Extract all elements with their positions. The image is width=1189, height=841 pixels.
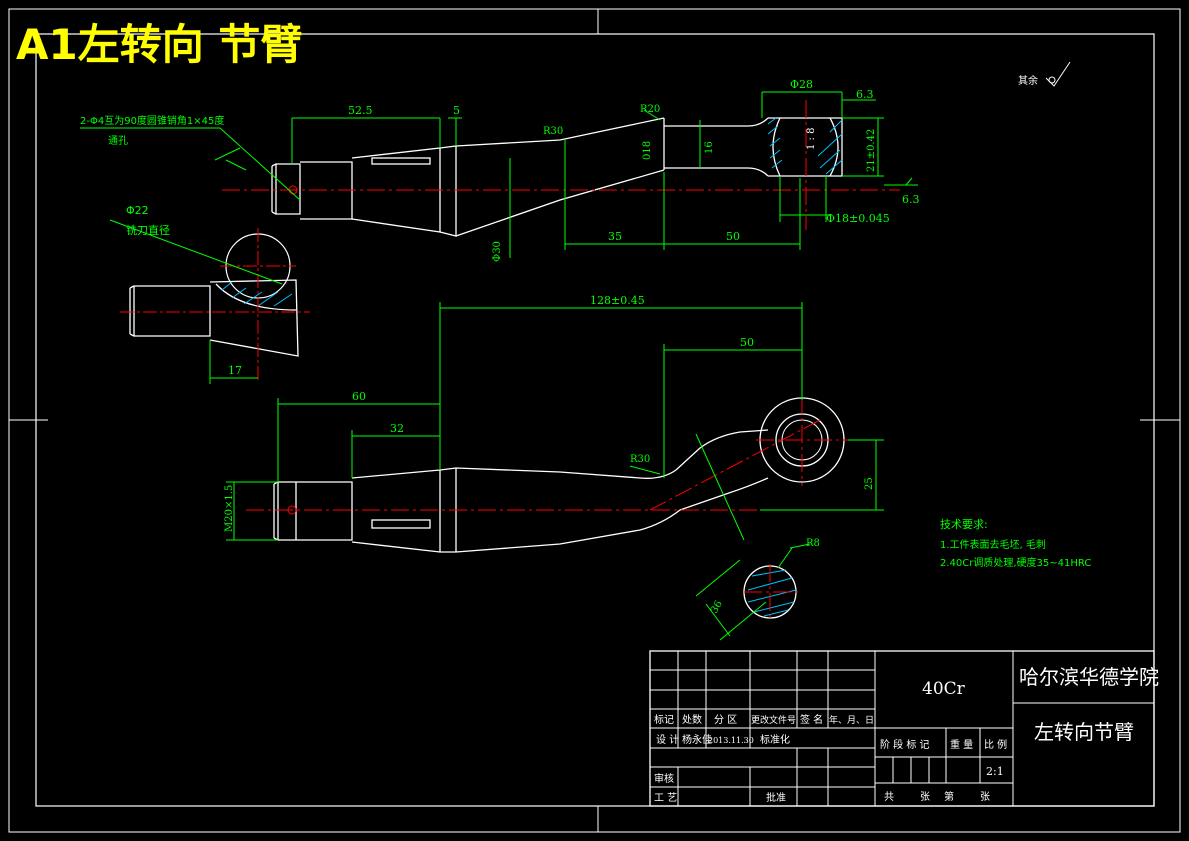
- taper-1-8: 1 : 8: [806, 128, 817, 150]
- design-label: 设 计: [656, 733, 679, 746]
- sheet-no: 第: [944, 790, 954, 803]
- scale-label: 比 例: [984, 738, 1007, 751]
- tech-req-title: 技术要求:: [940, 518, 988, 531]
- rest-roughness-text: 其余: [1018, 74, 1038, 87]
- drawing-banner-title: A1左转向 节臂: [16, 20, 302, 69]
- sheet-word: 张: [980, 791, 990, 803]
- process-label: 工 艺: [654, 792, 677, 804]
- hdr-sign: 签 名: [800, 713, 823, 726]
- hdr-zone: 分 区: [714, 714, 737, 726]
- dim-128: 128±0.45: [590, 294, 645, 307]
- dim-18-vertical: 018: [642, 141, 653, 160]
- front-centerlines: [246, 396, 850, 620]
- phi18-label: Φ18±0.045: [826, 212, 890, 225]
- scale-value: 2:1: [986, 765, 1004, 778]
- review-label: 审核: [654, 772, 674, 785]
- tech-req-item2: 2.40Cr调质处理,硬度35~41HRC: [940, 556, 1091, 569]
- dim-21: 21±0.42: [866, 129, 877, 172]
- front-view-outline: [273, 429, 769, 553]
- sheet-border: [8, 8, 1181, 833]
- hole-note-line2: 通孔: [108, 135, 128, 147]
- hdr-count: 处数: [682, 713, 702, 726]
- top-view-outline: [271, 117, 843, 237]
- hdr-date: 年、月、日: [829, 714, 874, 726]
- r30-upper: R30: [543, 126, 563, 137]
- dim-25: 25: [864, 477, 875, 490]
- dim-50-front: 50: [740, 336, 754, 349]
- designer-name: 杨永佳: [682, 733, 712, 746]
- dim-16: 16: [704, 141, 715, 154]
- detail-view-outline: [129, 279, 299, 357]
- school-name: 哈尔滨华德学院: [1019, 665, 1159, 689]
- dim-5: 5: [453, 104, 460, 117]
- tool-diameter-note: 铣刀直径: [126, 223, 170, 237]
- pin-hole-front: [287, 505, 297, 515]
- weight-label: 重 量: [950, 738, 973, 751]
- r20-label: R20: [640, 104, 660, 115]
- hdr-mark: 标记: [654, 714, 674, 726]
- top-view-dimensions: [80, 91, 918, 258]
- dim-50-top: 50: [726, 230, 740, 243]
- roughness-6-3-top: 6.3: [856, 88, 874, 101]
- stage-mark-label: 阶 段 标 记: [880, 738, 930, 751]
- dim-60: 60: [352, 390, 366, 403]
- rest-roughness-mark: [1045, 61, 1071, 87]
- design-date: 2013.11.30: [708, 736, 754, 745]
- hdr-change-doc: 更改文件号: [751, 714, 796, 726]
- dim-17: 17: [228, 364, 242, 377]
- m20-thread: M20×1.5: [224, 485, 235, 532]
- roughness-6-3-right: 6.3: [902, 193, 920, 206]
- sheets-total: 共: [884, 791, 894, 803]
- detail-dimensions: [109, 219, 283, 384]
- hole-note-line1: 2-Φ4互为90度圆锥销角1×45度: [80, 114, 224, 127]
- phi30-label: Φ30: [492, 241, 503, 262]
- phi28-label: Φ28: [790, 78, 813, 91]
- tech-req-item1: 1.工件表面去毛坯, 毛刺: [940, 538, 1046, 551]
- standardize-label: 标准化: [760, 733, 790, 746]
- approve-label: 批准: [766, 791, 786, 804]
- sheets-word: 张: [920, 791, 930, 803]
- top-view-centerlines: [222, 100, 900, 230]
- material-label: 40Cr: [922, 679, 966, 699]
- phi22-note: Φ22: [126, 204, 149, 217]
- front-view-dimensions: [226, 302, 884, 641]
- detail-hatch: [221, 281, 293, 307]
- r8-label: R8: [806, 538, 820, 549]
- top-view-hatch: [767, 117, 843, 175]
- dim-32: 32: [390, 422, 404, 435]
- title-block-grid: [649, 650, 1155, 807]
- part-name: 左转向节臂: [1034, 720, 1134, 744]
- dim-52-5: 52.5: [348, 104, 373, 117]
- r30-front: R30: [630, 454, 650, 465]
- dim-35: 35: [608, 230, 622, 243]
